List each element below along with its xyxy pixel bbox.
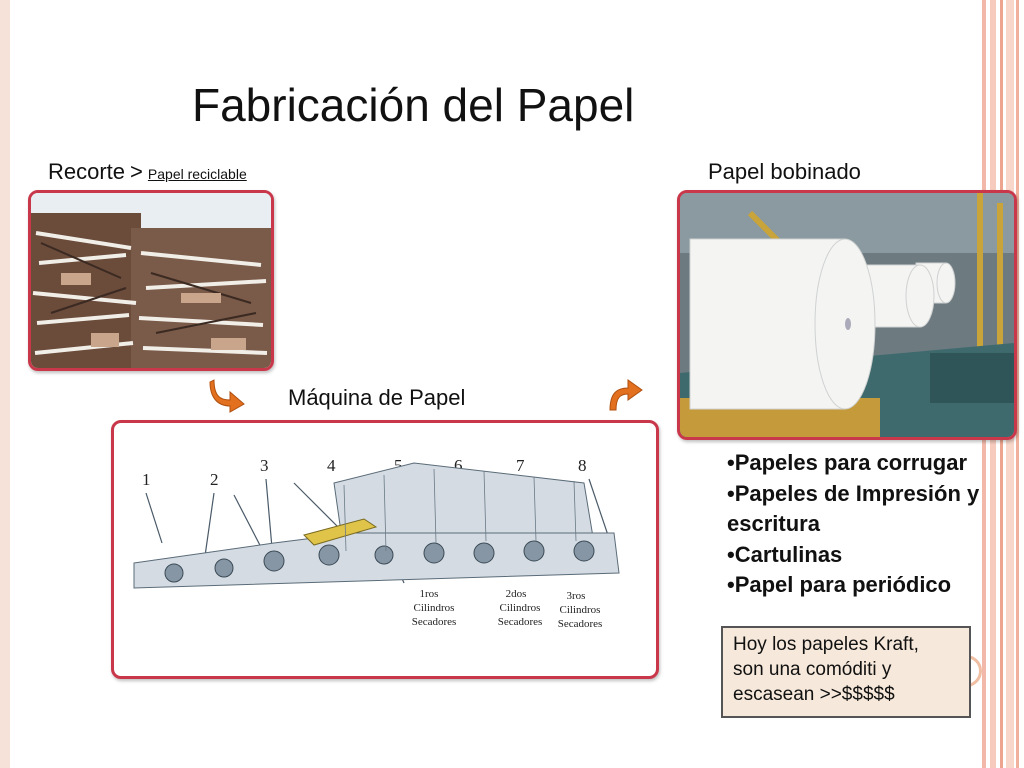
dryer-label: Cilindros [560,604,601,616]
dryer-label: Secadores [558,618,603,630]
recycled-paper-photo [28,190,274,371]
list-item: •Cartulinas [727,541,843,567]
papel-reciclable-link[interactable]: Papel reciclable [147,166,247,182]
dryer-ordinal: 2dos [506,588,527,600]
stage-number: 2 [210,470,219,489]
slide-title: Fabricación del Papel [192,79,635,131]
left-border [0,0,10,768]
recorte-label: Recorte [48,159,126,184]
stage-number: 6 [454,456,463,475]
list-item: •Papeles para corrugar [727,450,968,475]
dryer-ordinal: 3ros [567,590,586,602]
stage-number: 7 [516,456,525,475]
curved-arrow-up-icon [609,379,643,411]
stage-number: 1 [142,470,151,489]
decorative-stripe [1016,0,1019,768]
caption-separator: > [130,159,143,184]
paper-rolls-photo [677,190,1017,440]
recorte-caption: Recorte>Papel reciclable [48,159,247,185]
curved-arrow-down-icon [209,379,245,413]
dryer-label: Cilindros [500,602,541,614]
dryer-label: Secadores [498,616,543,628]
bobinado-caption: Papel bobinado [708,159,861,184]
note-line: Hoy los papeles Kraft, [733,634,919,655]
list-item: •Papeles de Impresión y escritura [727,480,980,537]
stage-number: 8 [578,456,587,475]
note-line: son una comóditi y [733,659,892,680]
stage-number: 5 [394,456,403,475]
note-line: escasean >>$$$$$ [733,684,895,705]
paper-types-list: •Papeles para corrugar •Papeles de Impre… [727,448,1007,601]
dryer-label: Cilindros [414,602,455,614]
stage-number: 4 [327,456,336,475]
maquina-caption: Máquina de Papel [288,385,466,410]
stage-number: 3 [260,456,269,475]
dryer-label: Secadores [412,616,457,628]
kraft-note-box: Hoy los papeles Kraft, son una comóditi … [721,626,971,718]
paper-machine-diagram: 1 2 3 4 5 6 7 8 [111,420,659,679]
dryer-ordinal: 1ros [420,588,439,600]
list-item: •Papel para periódico [727,572,952,597]
